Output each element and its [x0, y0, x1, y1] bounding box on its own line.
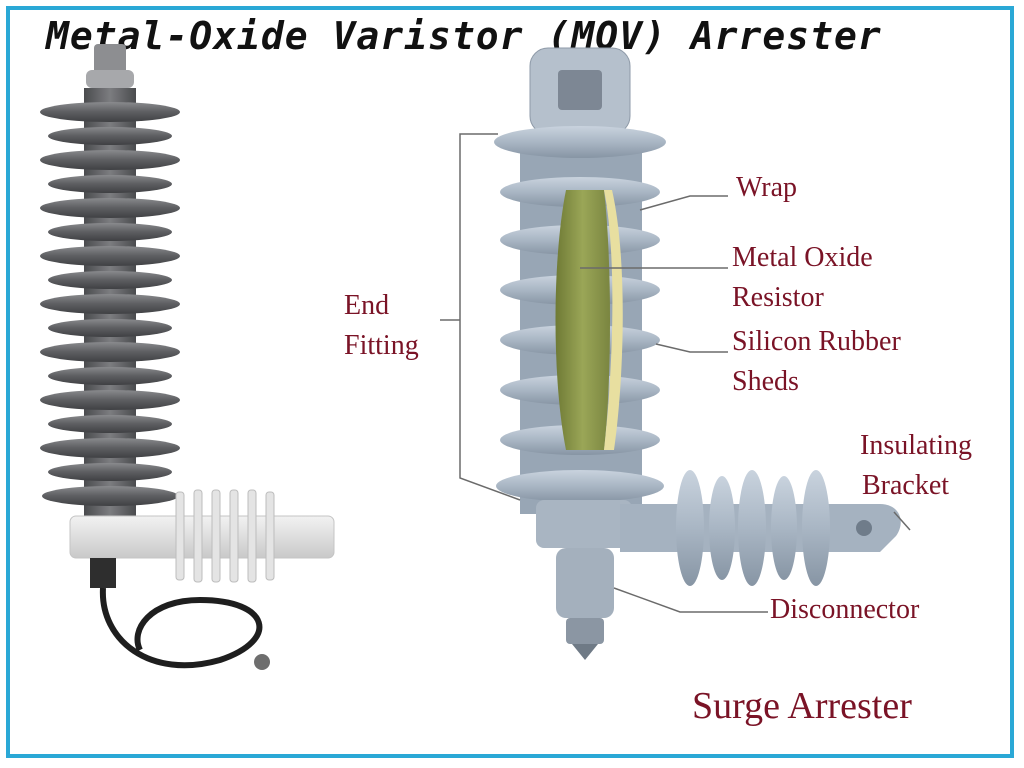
- caption-surge-arrester: Surge Arrester: [692, 685, 912, 727]
- leader-insulating-bracket: [893, 511, 911, 531]
- label-insulating-line1: Insulating: [860, 430, 972, 461]
- label-silicon-line1: Silicon Rubber: [732, 326, 901, 357]
- label-end-line2: Fitting: [344, 330, 419, 361]
- left-disconnector: [90, 558, 116, 588]
- leader-lines: [440, 133, 911, 613]
- diagram-title: Metal-Oxide Varistor (MOV) Arrester: [46, 14, 882, 58]
- insulating-bracket-sheds: [676, 470, 830, 586]
- label-silicon-line2: Sheds: [732, 366, 799, 397]
- leader-wrap: [639, 195, 728, 211]
- label-end-line1: End: [344, 290, 390, 321]
- metal-oxide-resistor-core: [555, 190, 610, 450]
- left-sheds: [40, 102, 180, 506]
- label-metal-oxide-line1: Metal Oxide: [732, 242, 873, 273]
- leader-disconnector: [613, 587, 768, 613]
- leader-silicon-rubber: [655, 343, 728, 353]
- label-disconnector: Disconnector: [770, 594, 920, 625]
- left-bracket-fins: [175, 489, 275, 583]
- right-arrester: [494, 47, 901, 660]
- image-border: [6, 6, 1014, 758]
- label-metal-oxide-line2: Resistor: [732, 282, 824, 313]
- label-wrap: Wrap: [736, 172, 798, 203]
- bottom-end-fitting: [536, 500, 632, 548]
- ground-cable: [99, 587, 263, 669]
- right-disconnector: [556, 548, 614, 618]
- label-insulating-line2: Bracket: [862, 470, 950, 501]
- left-arrester: [40, 44, 335, 670]
- leader-end-fitting: [459, 133, 521, 501]
- wrap-layer: [604, 190, 623, 450]
